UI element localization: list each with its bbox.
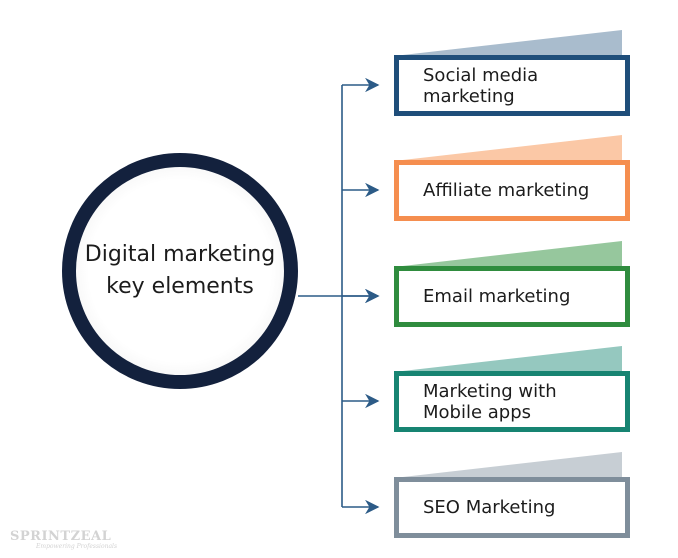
item-label: Affiliate marketing bbox=[423, 180, 590, 201]
item-label: Social media marketing bbox=[423, 64, 539, 107]
item-seo-marketing: SEO Marketing bbox=[394, 477, 630, 538]
wedge-mobile-apps bbox=[394, 346, 622, 372]
hub-label-line1: Digital marketing bbox=[84, 242, 276, 267]
hub-label-line2: key elements bbox=[106, 274, 254, 299]
item-label: Marketing with Mobile apps bbox=[423, 380, 557, 423]
item-label: Email marketing bbox=[423, 286, 571, 307]
item-email-marketing: Email marketing bbox=[394, 266, 630, 327]
wedge-seo bbox=[394, 452, 622, 478]
wedge-social-media bbox=[394, 30, 622, 56]
logo-name: SPRINTZEAL bbox=[10, 529, 112, 544]
item-social-media: Social media marketing bbox=[394, 55, 630, 116]
item-label: SEO Marketing bbox=[423, 497, 556, 518]
item-affiliate-marketing: Affiliate marketing bbox=[394, 160, 630, 221]
item-mobile-apps: Marketing with Mobile apps bbox=[394, 371, 630, 432]
wedge-affiliate bbox=[394, 135, 622, 161]
wedge-email bbox=[394, 241, 622, 267]
hub-circle: Digital marketing key elements bbox=[62, 153, 298, 389]
logo-tagline: Empowering Professionals bbox=[36, 543, 118, 550]
hub-label: Digital marketing key elements bbox=[80, 239, 280, 303]
sprintzeal-logo: SPRINTZEAL Empowering Professionals bbox=[10, 525, 117, 550]
